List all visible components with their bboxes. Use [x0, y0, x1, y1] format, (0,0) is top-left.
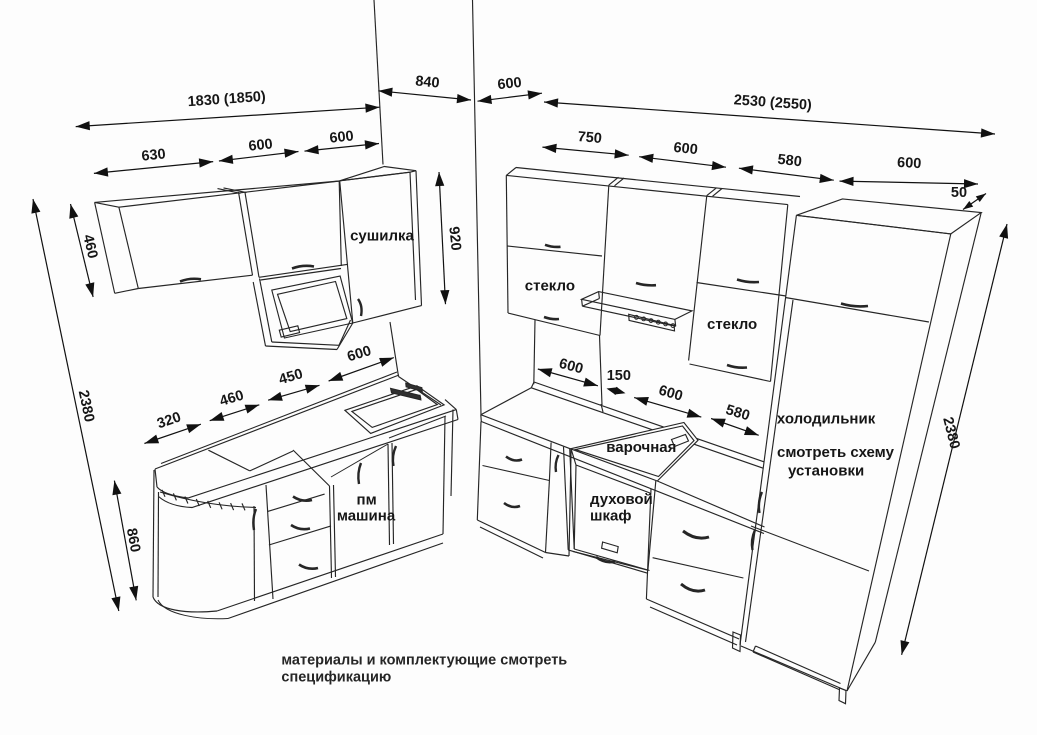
svg-text:150: 150: [607, 368, 631, 384]
svg-text:600: 600: [248, 136, 274, 154]
svg-text:варочная: варочная: [606, 439, 676, 456]
svg-text:машина: машина: [337, 508, 396, 525]
svg-text:смотреть схему: смотреть схему: [777, 444, 895, 461]
svg-text:460: 460: [218, 387, 246, 409]
svg-text:750: 750: [577, 129, 603, 147]
svg-text:600: 600: [345, 343, 373, 365]
svg-text:450: 450: [277, 366, 305, 388]
svg-text:холодильник: холодильник: [777, 411, 876, 428]
svg-text:стекло: стекло: [707, 316, 757, 333]
svg-text:600: 600: [657, 383, 685, 405]
svg-text:материалы и комплектующие смот: материалы и комплектующие смотреть: [281, 653, 567, 669]
svg-text:спецификацию: спецификацию: [281, 670, 391, 686]
svg-text:600: 600: [897, 155, 922, 172]
svg-text:1830 (1850): 1830 (1850): [187, 89, 266, 110]
svg-text:духовой: духовой: [590, 491, 653, 508]
svg-text:860: 860: [123, 527, 143, 554]
svg-text:600: 600: [557, 356, 585, 378]
svg-text:920: 920: [445, 226, 463, 252]
svg-text:580: 580: [724, 402, 752, 424]
svg-text:стекло: стекло: [525, 278, 575, 295]
svg-text:320: 320: [155, 409, 183, 432]
svg-text:600: 600: [329, 128, 355, 146]
svg-text:пм: пм: [357, 492, 377, 509]
svg-text:840: 840: [415, 73, 441, 91]
svg-text:460: 460: [79, 233, 100, 260]
svg-text:600: 600: [497, 75, 523, 93]
svg-text:630: 630: [141, 146, 167, 164]
svg-text:сушилка: сушилка: [350, 227, 414, 244]
svg-text:2380: 2380: [939, 415, 962, 450]
svg-text:580: 580: [777, 152, 803, 171]
svg-text:шкаф: шкаф: [590, 508, 631, 525]
svg-text:600: 600: [673, 140, 699, 158]
svg-text:50: 50: [951, 185, 967, 201]
svg-text:установки: установки: [788, 463, 864, 480]
svg-text:2530 (2550): 2530 (2550): [733, 92, 812, 113]
svg-text:2380: 2380: [75, 389, 97, 424]
